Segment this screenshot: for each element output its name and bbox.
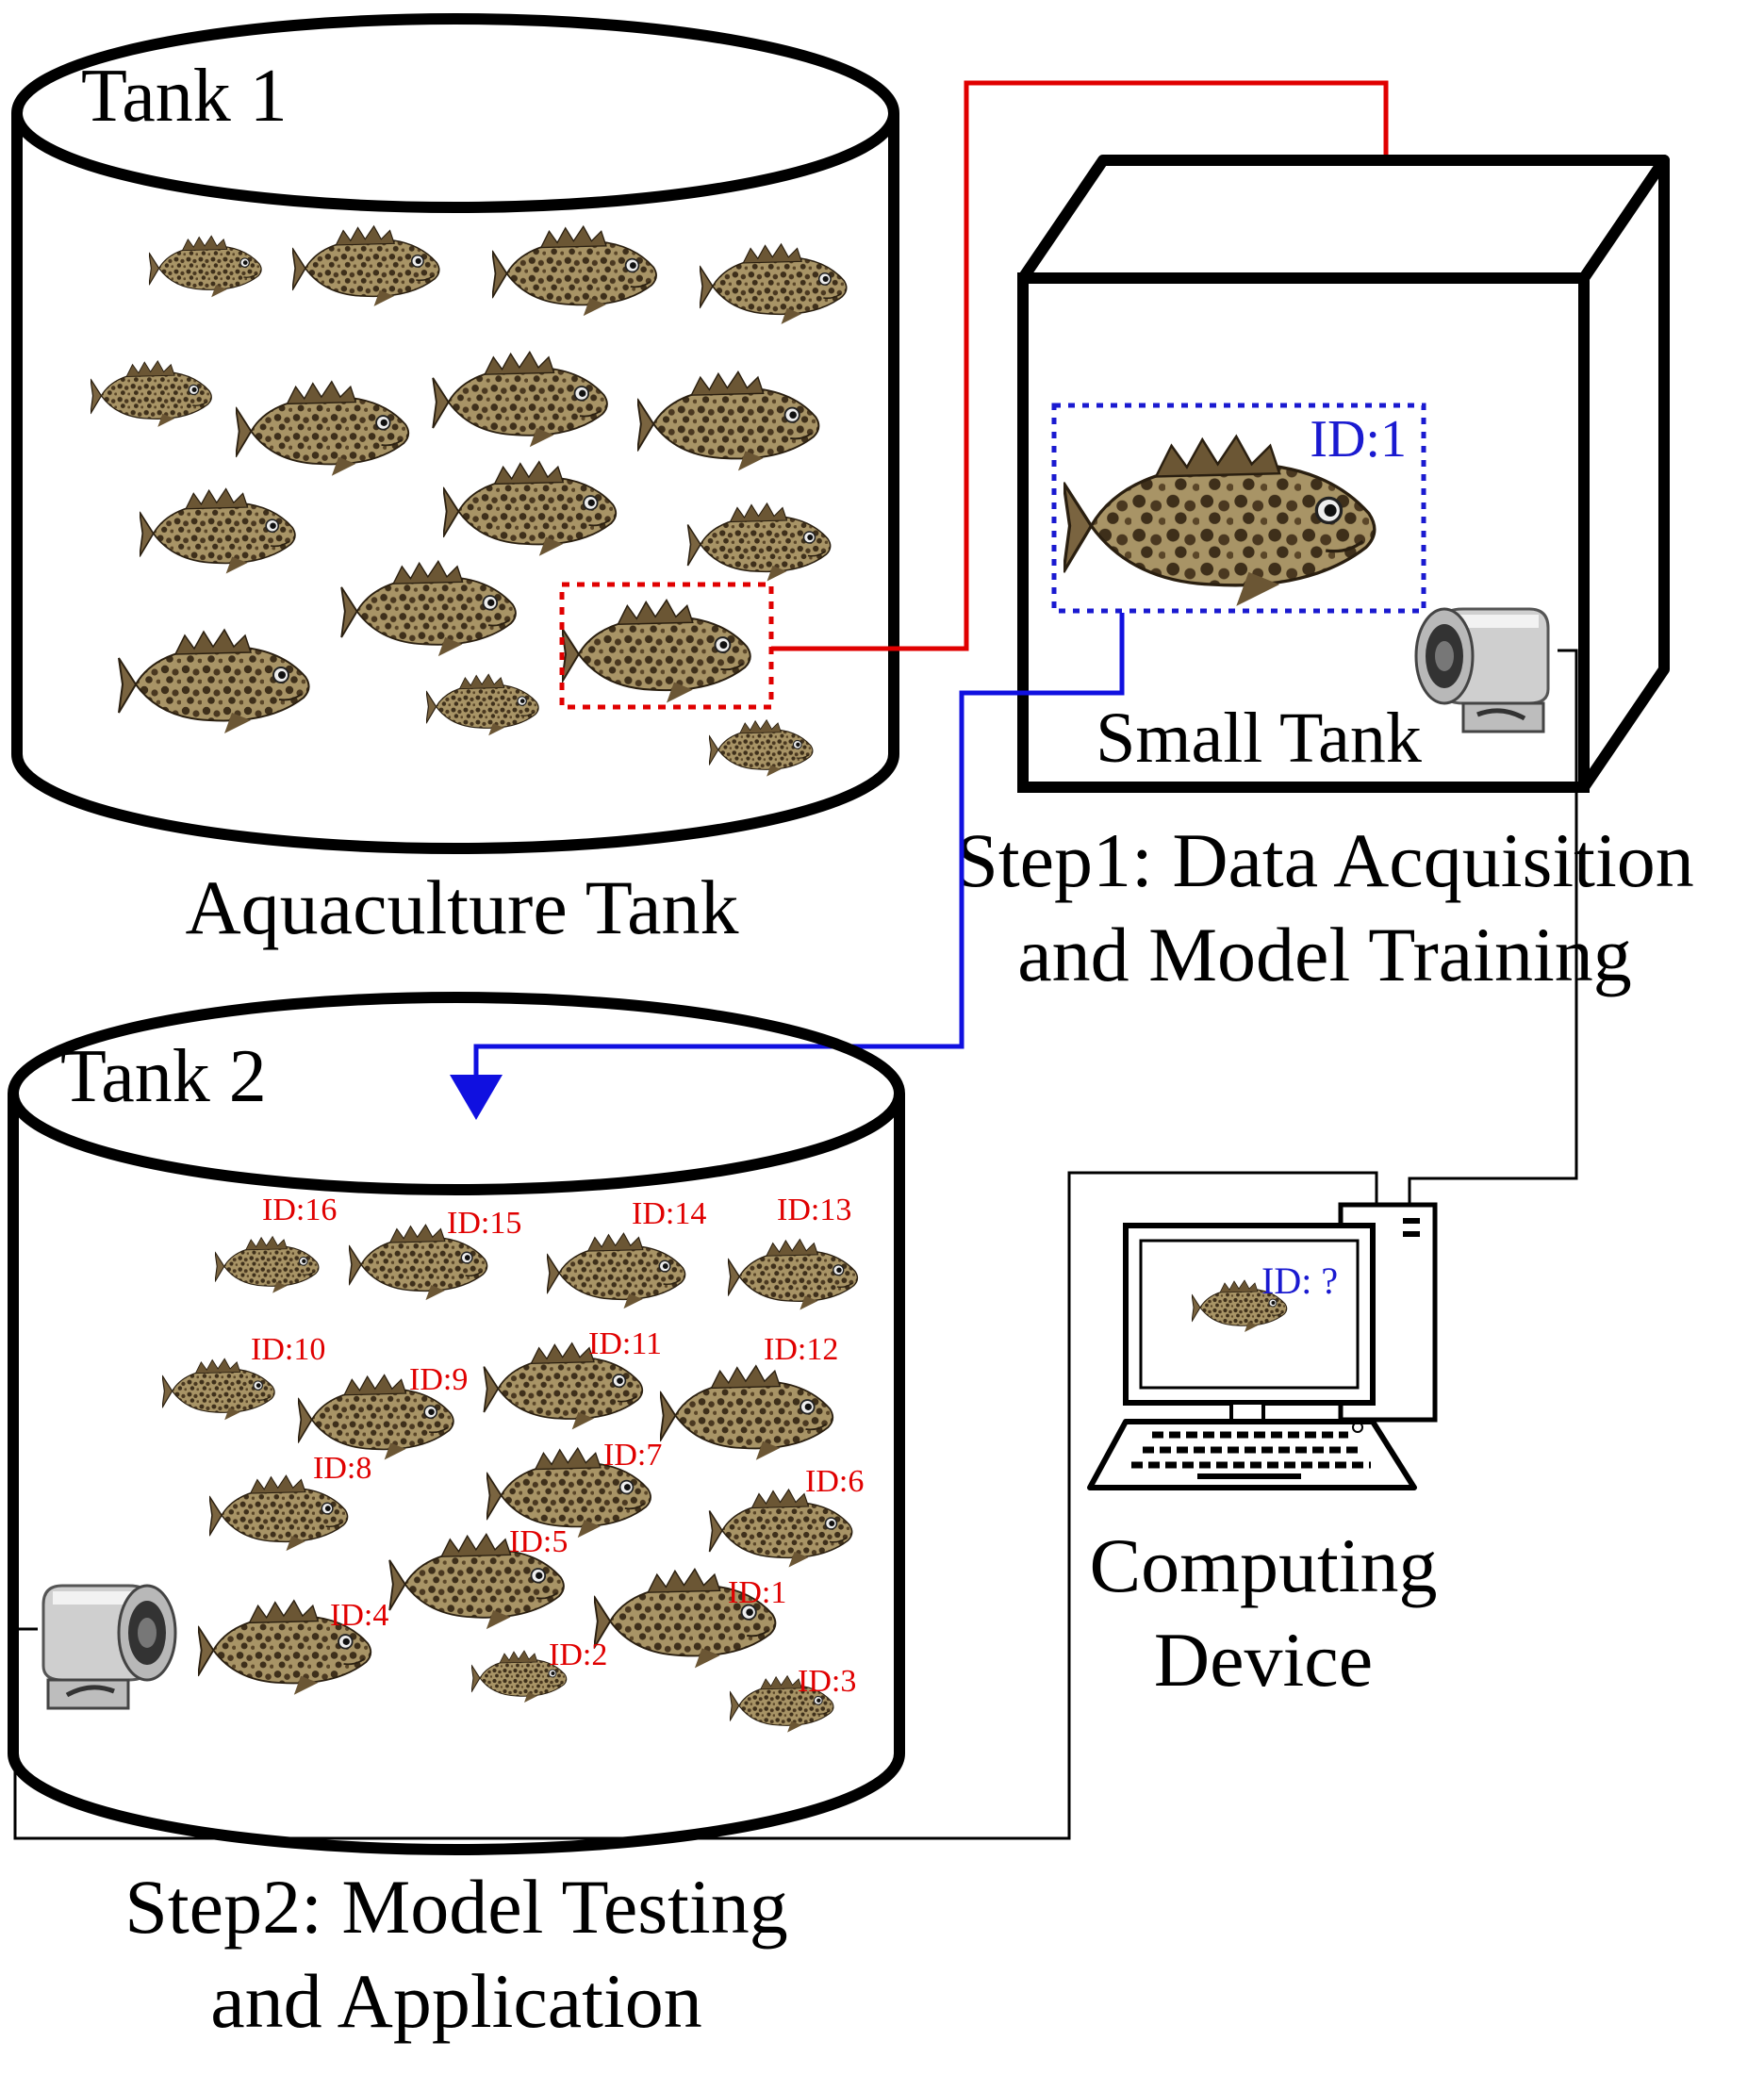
fish-id-label: ID:14 [632, 1196, 706, 1231]
fish-icon [637, 370, 820, 472]
tank-2-fish-group [162, 1224, 859, 1734]
fish-icon [728, 1238, 859, 1311]
camera-icon [43, 1586, 175, 1708]
transfer-arrow-blue [450, 613, 1125, 1120]
arrow-head-icon [450, 1075, 503, 1120]
fish-icon [708, 1489, 853, 1569]
fish-id-label: ID:3 [798, 1664, 856, 1699]
identified-fish-box [1051, 403, 1426, 614]
computer-icon: ID: ? [1087, 1202, 1438, 1490]
unknown-fish-id: ID: ? [1261, 1259, 1338, 1302]
fish-icon [140, 487, 296, 575]
tank-1-title: Tank 1 [81, 55, 288, 138]
small-tank: ID:1 Small Tank [1017, 155, 1670, 793]
fish-id-label: ID:2 [549, 1638, 607, 1672]
fish-icon [91, 359, 213, 428]
fish-id-label: ID:1 [728, 1575, 786, 1610]
camera-cable-1 [1408, 649, 1578, 1205]
aquaculture-tank-caption: Aquaculture Tank [185, 864, 738, 950]
step1-line2: and Model Training [1017, 912, 1631, 997]
fish-id-label: ID:13 [777, 1193, 851, 1227]
fish-icon [432, 351, 608, 449]
fish-id-label: ID:12 [764, 1332, 838, 1367]
fish-id-label: ID:16 [262, 1193, 337, 1227]
step2-line1: Step2: Model Testing [124, 1864, 787, 1950]
fish-id-label: ID:10 [251, 1332, 325, 1367]
fish-id-label: ID:9 [409, 1362, 468, 1397]
fish-icon [340, 560, 517, 658]
fish-icon [709, 718, 814, 778]
fish-icon [209, 1474, 349, 1553]
fish-icon [426, 673, 540, 737]
fish-icon [686, 502, 832, 583]
fish-id-label: ID:8 [313, 1451, 371, 1486]
tank-1-fish-group [91, 224, 848, 778]
fish-id-label: ID:15 [447, 1206, 521, 1241]
tank-2-title: Tank 2 [60, 1035, 267, 1118]
fish-id-label: ID:11 [588, 1326, 662, 1361]
step1-line1: Step1: Data Acquisition [955, 817, 1693, 903]
small-tank-fish-id: ID:1 [1310, 410, 1407, 469]
computing-device-line2: Device [1154, 1617, 1373, 1703]
fish-id-label: ID:6 [805, 1464, 864, 1499]
fish-icon [660, 1364, 834, 1461]
fish-icon [492, 225, 657, 318]
camera-cable-2 [13, 1171, 1378, 1840]
fish-icon [149, 235, 262, 299]
fish-icon [562, 599, 751, 704]
fish-id-label: ID:4 [330, 1598, 388, 1633]
fish-icon [443, 460, 618, 557]
tank-1: Tank 1 [11, 13, 899, 854]
fish-icon [162, 1358, 276, 1422]
fish-icon [236, 380, 410, 477]
computing-device-line1: Computing [1089, 1523, 1437, 1608]
keyboard-icon [1087, 1419, 1417, 1490]
fish-id-label: ID:5 [509, 1524, 568, 1559]
tank-2: Tank 2 ID:16 ID:15 ID:14 ID:13 ID:10 [8, 992, 905, 1855]
fish-icon [215, 1235, 320, 1294]
fish-icon [292, 224, 440, 307]
step2-line2: and Application [210, 1958, 702, 2044]
fish-icon [547, 1232, 686, 1310]
small-tank-title: Small Tank [1096, 699, 1422, 778]
fish-icon [117, 628, 310, 735]
tank-2-fish-id-labels: ID:16 ID:15 ID:14 ID:13 ID:10 ID:9 ID:11… [251, 1193, 864, 1699]
fish-icon [700, 242, 848, 325]
fish-id-label: ID:7 [603, 1438, 662, 1473]
